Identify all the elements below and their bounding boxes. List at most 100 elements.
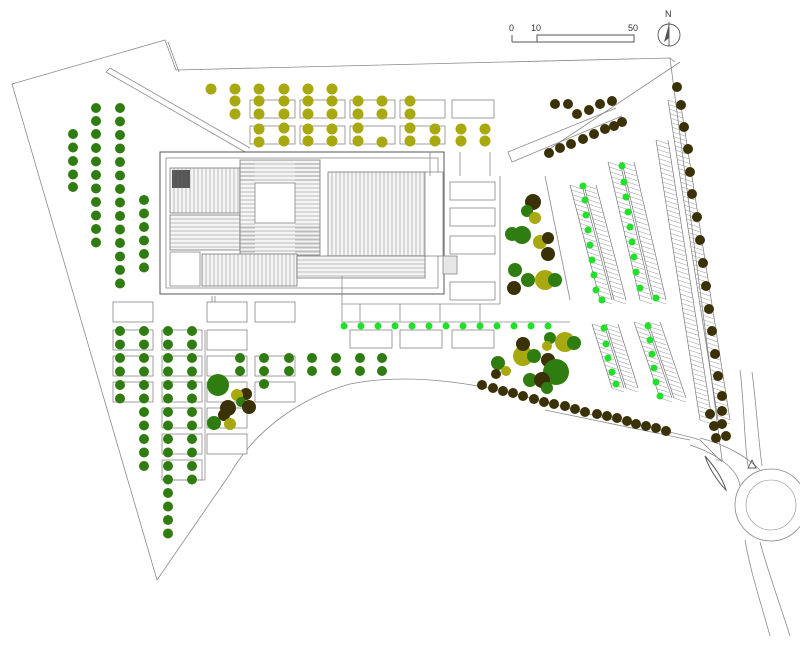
tree bbox=[505, 227, 519, 241]
tree bbox=[617, 117, 627, 127]
tree bbox=[187, 366, 197, 377]
tree bbox=[508, 388, 518, 398]
tree bbox=[139, 366, 149, 377]
tree bbox=[516, 337, 530, 351]
tree bbox=[376, 108, 388, 120]
tree bbox=[115, 157, 125, 167]
tree bbox=[307, 366, 317, 376]
tree bbox=[139, 249, 149, 259]
tree bbox=[404, 95, 416, 107]
main-building bbox=[159, 151, 458, 314]
north-label: N bbox=[665, 9, 672, 19]
tree bbox=[139, 326, 149, 336]
tree bbox=[572, 109, 582, 119]
tree bbox=[404, 135, 416, 147]
tree bbox=[650, 364, 658, 372]
tree bbox=[278, 108, 290, 120]
tree bbox=[163, 501, 173, 512]
tree bbox=[607, 96, 617, 106]
tree bbox=[163, 515, 173, 525]
tree bbox=[187, 461, 197, 471]
tree bbox=[218, 409, 230, 421]
tree bbox=[163, 420, 173, 431]
tree bbox=[163, 474, 173, 485]
tree bbox=[139, 208, 149, 219]
tree bbox=[207, 374, 229, 396]
tree bbox=[331, 353, 341, 363]
tree bbox=[115, 224, 125, 235]
access-path bbox=[105, 67, 623, 163]
tree bbox=[187, 339, 197, 350]
tree bbox=[115, 353, 125, 363]
tree bbox=[567, 336, 581, 350]
tree bbox=[115, 326, 125, 336]
tree bbox=[139, 262, 149, 273]
tree bbox=[68, 129, 78, 139]
tree bbox=[612, 413, 622, 423]
tree bbox=[284, 366, 294, 376]
tree bbox=[91, 197, 101, 207]
tree bbox=[163, 353, 173, 363]
tree bbox=[163, 407, 173, 417]
tree bbox=[187, 447, 197, 458]
tree bbox=[377, 366, 387, 376]
tree bbox=[717, 391, 727, 401]
tree bbox=[704, 304, 714, 314]
tree bbox=[302, 123, 314, 135]
tree bbox=[602, 340, 610, 348]
trees bbox=[68, 82, 731, 539]
tree bbox=[357, 322, 365, 330]
tree bbox=[326, 108, 338, 120]
tree bbox=[501, 366, 511, 376]
tree bbox=[307, 353, 317, 363]
tree bbox=[139, 222, 149, 232]
tree bbox=[326, 95, 338, 107]
tree bbox=[590, 271, 598, 279]
tree bbox=[163, 326, 173, 336]
tree bbox=[374, 322, 382, 330]
tree bbox=[91, 129, 101, 139]
tree bbox=[630, 253, 638, 261]
tree bbox=[459, 322, 467, 330]
tree bbox=[253, 108, 265, 120]
tree bbox=[240, 388, 252, 400]
tree bbox=[566, 139, 576, 149]
tree bbox=[676, 100, 686, 110]
tree bbox=[717, 406, 727, 416]
tree bbox=[586, 241, 594, 249]
tree bbox=[652, 378, 660, 386]
tree bbox=[91, 170, 101, 180]
tree bbox=[648, 350, 656, 358]
tree bbox=[582, 211, 590, 219]
tree bbox=[477, 380, 487, 390]
tree bbox=[579, 182, 587, 190]
tree bbox=[570, 404, 580, 414]
tree bbox=[698, 258, 708, 268]
tree bbox=[521, 273, 535, 287]
tree bbox=[187, 407, 197, 417]
tree bbox=[641, 421, 651, 431]
tree bbox=[622, 193, 630, 201]
tree bbox=[235, 366, 245, 376]
tree bbox=[91, 156, 101, 167]
tree bbox=[376, 95, 388, 107]
tree bbox=[229, 108, 241, 120]
tree bbox=[391, 322, 399, 330]
tree bbox=[139, 235, 149, 246]
tree bbox=[713, 371, 723, 381]
tree bbox=[187, 393, 197, 404]
tree bbox=[498, 386, 508, 396]
tree bbox=[139, 339, 149, 350]
tree bbox=[644, 322, 652, 330]
tree bbox=[115, 339, 125, 350]
tree bbox=[163, 461, 173, 471]
tree bbox=[139, 393, 149, 404]
tree bbox=[91, 103, 101, 113]
tree bbox=[352, 122, 364, 134]
tree bbox=[602, 411, 612, 421]
tree bbox=[529, 212, 541, 224]
tree bbox=[242, 400, 256, 414]
tree bbox=[352, 135, 364, 147]
tree bbox=[429, 135, 441, 147]
tree bbox=[513, 346, 533, 366]
